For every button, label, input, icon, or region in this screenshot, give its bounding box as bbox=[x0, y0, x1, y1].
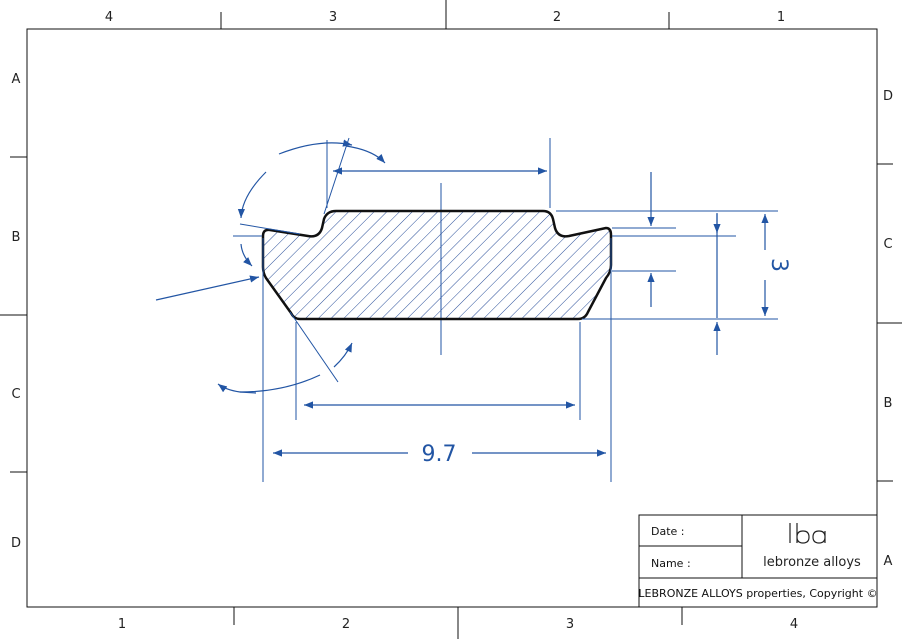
zone-label-top-3: 2 bbox=[553, 10, 561, 25]
zone-labels-bottom: 1 2 3 4 bbox=[118, 617, 798, 632]
zone-label-left-2: B bbox=[12, 230, 21, 245]
corner-leader bbox=[155, 275, 260, 301]
zone-labels-top: 4 3 2 1 bbox=[105, 10, 785, 25]
title-block: Date : Name : lebronze alloys LEBRONZE A… bbox=[638, 514, 878, 608]
width-dimension-value: 9.7 bbox=[422, 442, 457, 467]
zone-labels-left: A B C D bbox=[11, 72, 21, 551]
angle-arc-bottom-left bbox=[217, 374, 321, 393]
zone-labels-right: D C B A bbox=[883, 89, 893, 569]
zone-label-top-2: 3 bbox=[329, 10, 337, 25]
zone-label-right-3: B bbox=[884, 396, 893, 411]
company-name: lebronze alloys bbox=[763, 555, 861, 570]
extension-lines bbox=[233, 137, 778, 482]
name-label: Name : bbox=[651, 557, 691, 570]
zone-label-left-3: C bbox=[11, 387, 20, 402]
angle-arc-left-lower bbox=[240, 243, 253, 267]
zone-label-right-1: D bbox=[883, 89, 893, 104]
zone-label-bottom-4: 4 bbox=[790, 617, 798, 632]
angle-arc-top-right bbox=[345, 145, 386, 164]
angle-arc-bottom bbox=[333, 342, 353, 368]
angle-arc-bottom-tail bbox=[239, 391, 257, 394]
angle-arc-top bbox=[278, 139, 353, 155]
zone-label-left-4: D bbox=[11, 536, 21, 551]
zone-label-top-4: 1 bbox=[777, 10, 785, 25]
profile-section bbox=[261, 209, 613, 321]
company-logo bbox=[789, 523, 826, 544]
zone-label-left-1: A bbox=[12, 72, 21, 87]
zone-label-top-1: 4 bbox=[105, 10, 113, 25]
zone-label-bottom-1: 1 bbox=[118, 617, 126, 632]
zone-label-bottom-2: 2 bbox=[342, 617, 350, 632]
date-label: Date : bbox=[651, 525, 685, 538]
copyright-notice: LEBRONZE ALLOYS properties, Copyright © bbox=[638, 587, 877, 600]
zone-label-bottom-3: 3 bbox=[566, 617, 574, 632]
angle-arc-left bbox=[237, 171, 267, 219]
dimension-lines bbox=[155, 139, 769, 457]
drawing-frame bbox=[26, 28, 878, 608]
zone-label-right-4: A bbox=[884, 554, 893, 569]
height-dimension-value: 3 bbox=[766, 258, 791, 272]
zone-label-right-2: C bbox=[883, 237, 892, 252]
